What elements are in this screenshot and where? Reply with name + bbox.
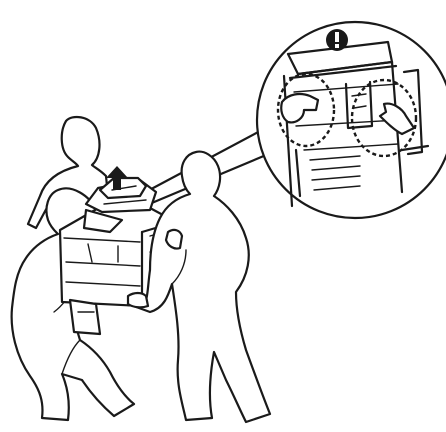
grip-highlight-right: [350, 78, 418, 158]
inset-hand-left: [280, 92, 320, 124]
exclamation-circle-icon: [326, 29, 348, 51]
inset-hand-right: [378, 102, 416, 136]
grip-highlight-left: [276, 72, 336, 148]
person-right: [126, 150, 272, 424]
magnified-inset: [255, 20, 446, 220]
up-arrow-icon: [106, 166, 128, 190]
hands: [126, 228, 184, 309]
